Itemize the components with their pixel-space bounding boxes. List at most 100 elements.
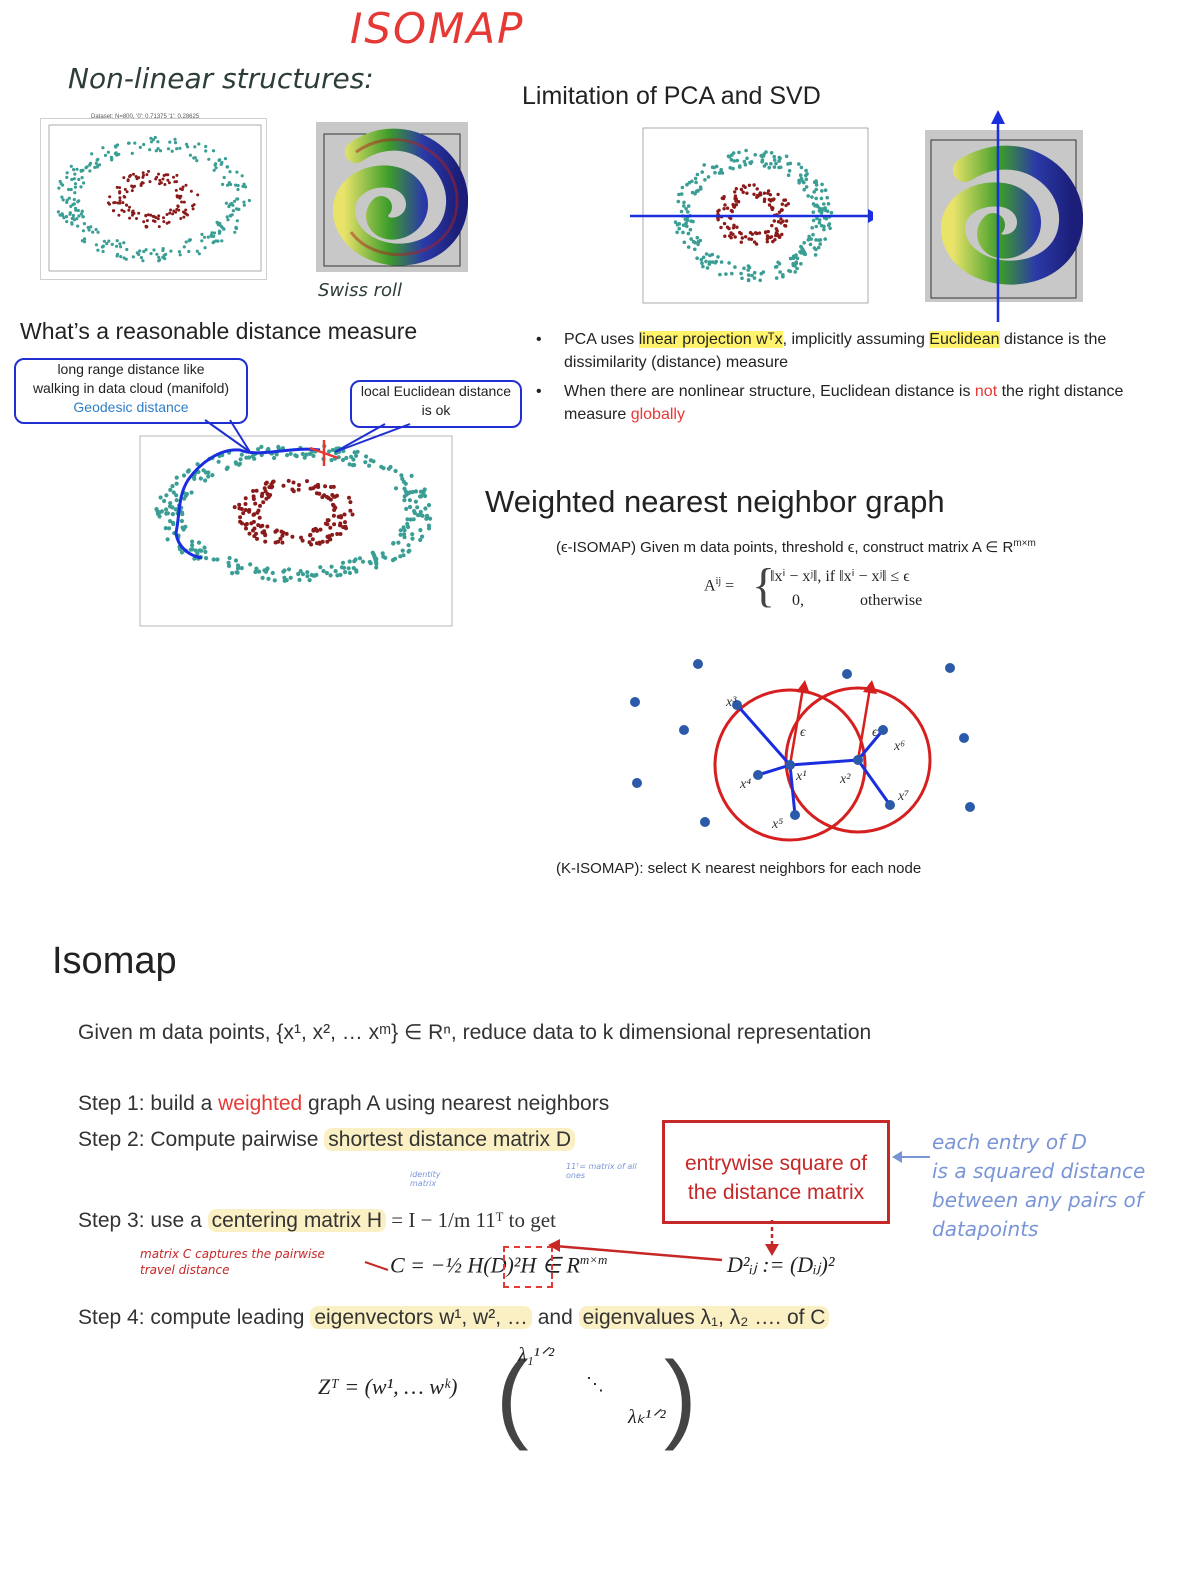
scatter-point [77,214,81,218]
scatter-point [368,458,373,463]
scatter-point [174,493,179,498]
scatter-point [164,507,169,512]
scatter-point [180,200,184,204]
scatter-point [677,222,682,226]
scatter-point [195,551,200,556]
scatter-point [405,521,410,527]
scatter-point [124,257,128,261]
scatter-point [364,454,369,459]
scatter-point [750,273,754,278]
scatter-point [788,269,793,274]
scatter-point [410,489,415,495]
scatter-point [149,252,153,256]
scatter-point [677,226,681,231]
scatter-point [96,248,100,252]
scatter-point [184,240,188,244]
scatter-point [212,168,216,172]
scatter-point [60,212,64,216]
scatter-point [328,525,333,530]
graph-node [790,810,800,820]
scatter-point [270,570,275,576]
matrix-right-paren: ) [664,1341,697,1451]
scatter-point [687,180,692,185]
scatter-point [105,242,109,246]
scatter-point [265,492,270,496]
scatter-point [235,566,241,571]
scatter-point [735,158,739,163]
scatter-point [226,183,230,187]
scatter-point [94,243,98,247]
scatter-point [340,560,346,565]
scatter-point [682,204,686,208]
scatter-point [676,199,681,204]
scatter-point [281,483,286,488]
scatter-point [169,249,173,253]
scatter-point [243,522,248,527]
scatter-point [233,230,237,234]
graph-nodes [630,659,975,827]
scatter-point [222,175,226,180]
scatter-point [286,478,291,483]
node-label: x⁴ [739,777,751,792]
scatter-point [151,214,155,218]
scatter-point [285,453,290,458]
k-isomap-description: (K-ISOMAP): select K nearest neighbors f… [556,860,922,877]
scatter-point [131,185,135,189]
scatter-point [757,231,762,235]
scatter-point [122,241,126,245]
scatter-point [393,468,398,474]
scatter-point [137,252,141,257]
scatter-point [724,272,728,276]
scatter-point [215,557,220,562]
c-formula: C = −½ H(D)²H ∈ Rm×m [390,1252,608,1278]
scatter-point [203,470,208,475]
scatter-point [381,554,386,559]
scatter-point [226,218,230,222]
scatter-point [769,151,774,155]
scatter-point [351,566,356,571]
scatter-point [257,569,262,574]
scatter-point [213,163,217,167]
scatter-point [127,208,131,212]
scatter-point [817,218,822,222]
scatter-point [808,242,813,247]
scatter-point [795,266,799,271]
scatter-point [822,227,826,232]
scatter-point [58,179,62,184]
scatter-point [690,190,695,195]
scatter-point [702,163,706,167]
scatter-point [118,196,122,200]
scatter-point [771,239,775,244]
scatter-point [730,209,734,214]
pca-scatter-panel [628,120,880,310]
scatter-point [224,466,229,471]
scatter-point [421,492,426,497]
scatter-point [177,208,181,212]
scatter-point [71,213,75,218]
scatter-point [202,545,207,550]
scatter-point [172,175,175,179]
scatter-point [804,177,809,182]
scatter-point [237,502,242,507]
graph-node [630,697,640,707]
scatter-point [167,220,171,224]
scatter-point [125,247,129,252]
scatter-point [418,489,423,494]
scatter-point [232,505,237,510]
scatter-point [330,447,335,453]
scatter-point [740,236,744,240]
scatter-point [343,520,347,525]
scatter-point [80,176,84,180]
pca-swiss-roll-shape [930,139,1084,299]
scatter-point [400,548,405,553]
scatter-point [806,194,810,198]
scatter-point [190,539,195,544]
scatter-point [243,502,248,506]
scatter-point [816,245,821,250]
scatter-point [677,192,681,197]
scatter-point [159,509,165,514]
scatter-point [788,161,793,166]
scatter-point [776,192,780,197]
scatter-point [288,451,293,456]
scatter-point [200,232,204,236]
